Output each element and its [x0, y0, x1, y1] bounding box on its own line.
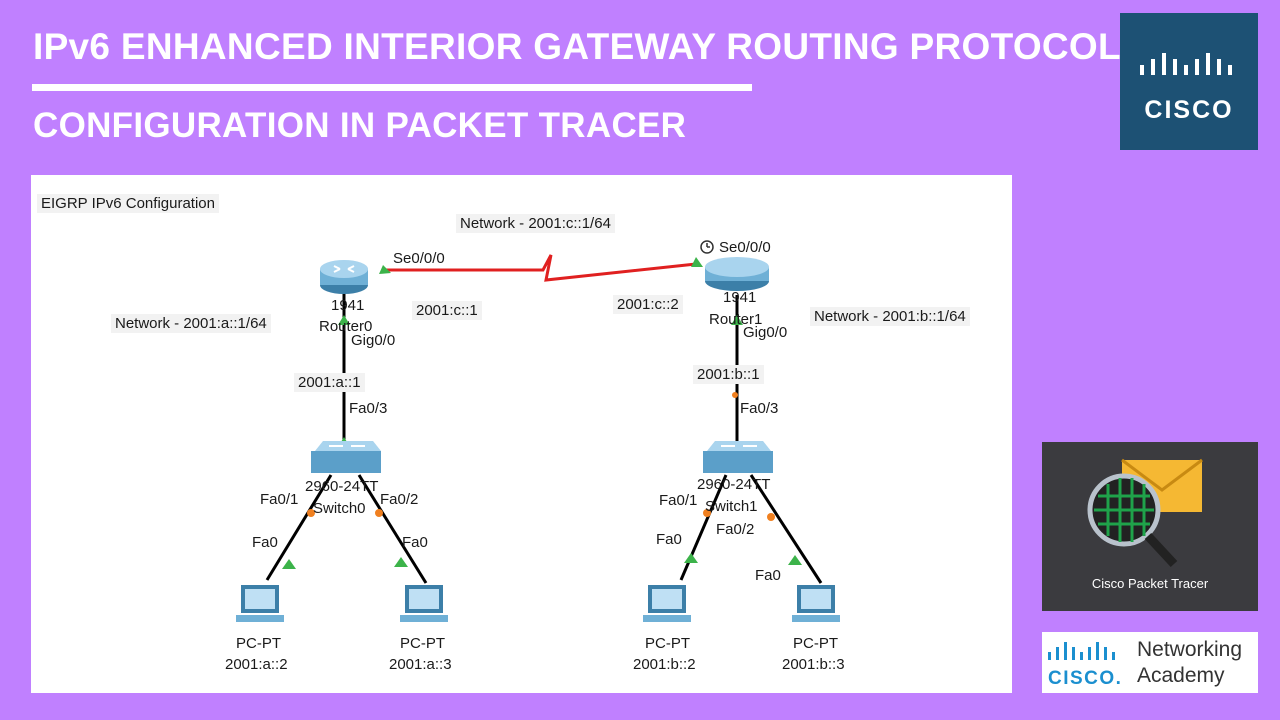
- link-switch0-pc1: [357, 474, 428, 584]
- link-up-indicator: [338, 315, 350, 325]
- pc0-icon: [236, 585, 284, 622]
- router1-icon: [705, 257, 769, 291]
- title-line-2: CONFIGURATION IN PACKET TRACER: [33, 106, 687, 145]
- switch0-port-2: Fa0/2: [380, 491, 419, 508]
- cisco-wordmark: CISCO: [1144, 96, 1234, 124]
- switch1-port-1: Fa0/1: [659, 492, 698, 509]
- switch0-icon: [311, 441, 381, 473]
- link-up-indicator: [788, 555, 802, 565]
- clock-icon: [700, 240, 714, 254]
- router0-model: 1941: [331, 297, 365, 314]
- switch0-name: Switch0: [313, 500, 366, 517]
- router1-serial-port: Se0/0/0: [719, 239, 771, 256]
- switch1-name: Switch1: [705, 498, 758, 515]
- pc3-type: PC-PT: [793, 635, 838, 652]
- switch1-icon: [703, 441, 773, 473]
- switch0-uplink-port: Fa0/3: [349, 400, 388, 417]
- pc3-icon: [792, 585, 840, 622]
- router0-serial-ip: 2001:c::1: [412, 301, 482, 320]
- cisco-logo: CISCO: [1120, 13, 1258, 150]
- link-blocked-indicator: [307, 509, 315, 517]
- router1-gig-port: Gig0/0: [743, 324, 788, 341]
- netacad-line-1: Networking: [1137, 638, 1243, 661]
- switch1-model: 2960-24TT: [697, 476, 771, 493]
- serial-link: [383, 254, 697, 282]
- topology-title: EIGRP IPv6 Configuration: [37, 194, 219, 213]
- router0-icon: [320, 260, 368, 294]
- router0-name: Router0: [319, 318, 373, 335]
- network-label-c: Network - 2001:c::1/64: [456, 214, 615, 233]
- router1-serial-ip: 2001:c::2: [613, 295, 683, 314]
- pc3-port: Fa0: [755, 567, 781, 584]
- router1-model: 1941: [723, 289, 757, 306]
- packet-tracer-logo: Cisco Packet Tracer: [1042, 442, 1258, 611]
- link-blocked-indicator: [703, 509, 711, 517]
- pc0-port: Fa0: [252, 534, 278, 551]
- pc2-ip: 2001:b::2: [633, 656, 696, 673]
- topology-canvas: EIGRP IPv6 Configuration Network - 2001:…: [31, 175, 1012, 693]
- link-blocked-indicator: [732, 392, 738, 398]
- router0-gig-port: Gig0/0: [351, 332, 396, 349]
- pc2-icon: [643, 585, 691, 622]
- switch1-port-2: Fa0/2: [716, 521, 755, 538]
- link-switch0-pc0: [265, 474, 333, 581]
- switch0-port-1: Fa0/1: [260, 491, 299, 508]
- pc1-icon: [400, 585, 448, 622]
- switch0-model: 2960-24TT: [305, 478, 379, 495]
- network-label-b: Network - 2001:b::1/64: [810, 307, 970, 326]
- link-up-indicator: [282, 559, 296, 569]
- link-up-indicator: [731, 315, 743, 325]
- link-blocked-indicator: [375, 509, 383, 517]
- netacad-cisco-wordmark: CISCO.: [1048, 668, 1123, 689]
- router1-name: Router1: [709, 311, 763, 328]
- netacad-line-2: Academy: [1137, 664, 1225, 687]
- packet-tracer-caption: Cisco Packet Tracer: [1091, 576, 1209, 591]
- router0-gig-ip: 2001:a::1: [294, 373, 365, 392]
- topology-links: [236, 240, 840, 622]
- networking-academy-logo: CISCO. Networking Academy: [1042, 632, 1258, 693]
- pc1-port: Fa0: [402, 534, 428, 551]
- link-up-indicator: [684, 553, 698, 563]
- link-up-indicator: [394, 557, 408, 567]
- pc2-port: Fa0: [656, 531, 682, 548]
- magnifier-envelope-icon: [1087, 458, 1203, 568]
- link-up-indicator: [691, 257, 703, 267]
- pc1-ip: 2001:a::3: [389, 656, 452, 673]
- cisco-bars-icon: [1140, 53, 1232, 75]
- pc0-type: PC-PT: [236, 635, 281, 652]
- router1-gig-ip: 2001:b::1: [693, 365, 764, 384]
- link-blocked-indicator: [767, 513, 775, 521]
- title-line-1: IPv6 ENHANCED INTERIOR GATEWAY ROUTING P…: [33, 26, 1121, 67]
- cisco-bars-small-icon: [1048, 642, 1115, 660]
- link-switch1-pc3: [749, 474, 823, 584]
- title-divider: [32, 84, 752, 91]
- switch1-uplink-port: Fa0/3: [740, 400, 779, 417]
- pc1-type: PC-PT: [400, 635, 445, 652]
- router0-serial-port: Se0/0/0: [393, 250, 445, 267]
- pc2-type: PC-PT: [645, 635, 690, 652]
- link-up-indicator: [379, 265, 391, 274]
- network-label-a: Network - 2001:a::1/64: [111, 314, 271, 333]
- pc3-ip: 2001:b::3: [782, 656, 845, 673]
- pc0-ip: 2001:a::2: [225, 656, 288, 673]
